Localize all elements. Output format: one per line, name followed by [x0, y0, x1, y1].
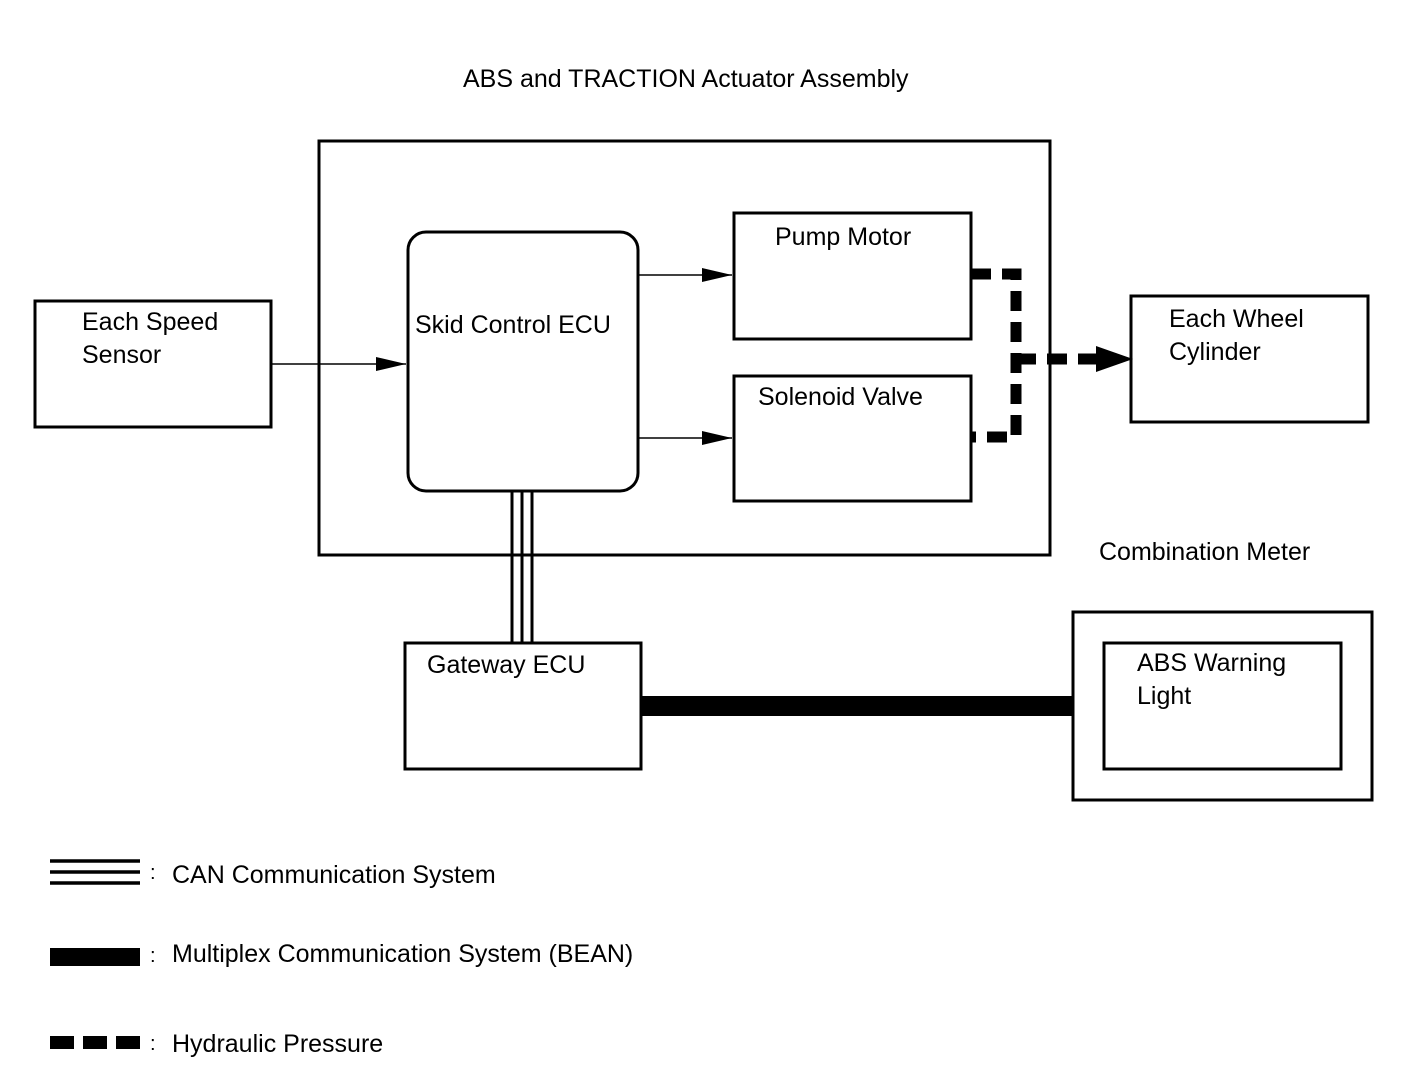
- wheel-cylinder-label-line2: Cylinder: [1169, 338, 1261, 366]
- legend-bean-symbol: [50, 948, 140, 966]
- combination-meter-title: Combination Meter: [1099, 538, 1311, 566]
- actuator-assembly-title: ABS and TRACTION Actuator Assembly: [463, 65, 909, 93]
- skid-control-ecu-label: Skid Control ECU: [415, 311, 611, 339]
- bean-communication-line: [641, 696, 1073, 716]
- can-communication-line: [510, 491, 534, 643]
- legend-bean-label: Multiplex Communication System (BEAN): [172, 940, 634, 968]
- abs-warning-light-box: [1102, 641, 1343, 771]
- abs-warning-light-label-line1: ABS Warning: [1137, 649, 1287, 677]
- actuator-assembly-box: [317, 139, 1052, 557]
- solenoid-valve-label: Solenoid Valve: [758, 383, 923, 411]
- legend-bean-separator: :: [150, 945, 156, 967]
- speed-sensor-label-line2: Sensor: [82, 341, 162, 369]
- hydraulic-pressure-path: [971, 268, 1133, 443]
- legend-hydraulic-symbol: [50, 1036, 140, 1049]
- legend-can-separator: :: [150, 862, 156, 884]
- combination-meter-box: [1071, 610, 1374, 802]
- legend-can-symbol: [50, 859, 140, 885]
- legend-hydraulic-label: Hydraulic Pressure: [172, 1030, 384, 1058]
- pump-motor-label: Pump Motor: [775, 223, 912, 251]
- gateway-ecu-label: Gateway ECU: [427, 651, 586, 679]
- legend-can-label: CAN Communication System: [172, 861, 496, 889]
- speed-sensor-label-line1: Each Speed: [82, 308, 219, 336]
- legend-hydraulic-separator: :: [150, 1033, 156, 1055]
- skid-control-ecu-box: [406, 230, 640, 493]
- abs-warning-light-label-line2: Light: [1137, 682, 1192, 710]
- wheel-cylinder-label-line1: Each Wheel: [1169, 305, 1304, 333]
